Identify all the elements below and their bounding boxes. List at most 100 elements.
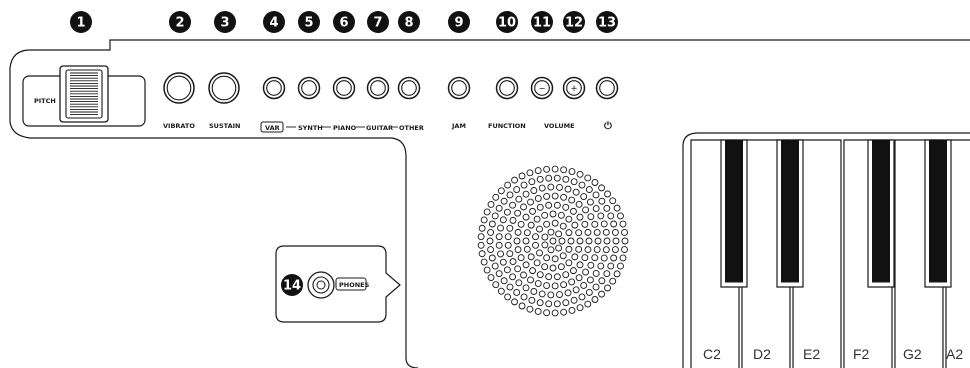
grille-hole xyxy=(604,190,611,198)
grille-hole xyxy=(571,253,579,261)
guitar-button[interactable] xyxy=(366,76,390,100)
grille-hole xyxy=(612,237,620,245)
key-label-c2: C2 xyxy=(703,346,721,362)
callout-13-number: 13 xyxy=(598,16,616,31)
grille-hole xyxy=(571,221,579,229)
grille-hole xyxy=(536,249,543,257)
grille-hole xyxy=(504,181,512,189)
grille-hole xyxy=(514,265,522,273)
grille-hole xyxy=(553,300,561,308)
volume-up-button[interactable]: + xyxy=(562,76,586,100)
grille-hole xyxy=(515,195,523,203)
grille-hole xyxy=(522,261,530,269)
grille-hole xyxy=(602,228,610,236)
grille-hole xyxy=(497,187,505,195)
volume-down-button[interactable]: − xyxy=(530,76,554,100)
grille-hole xyxy=(541,241,549,249)
grille-hole xyxy=(617,262,624,270)
key-label-a2: A2 xyxy=(946,346,963,362)
grille-hole xyxy=(576,237,584,245)
grille-hole xyxy=(568,168,576,176)
key-label-g2: G2 xyxy=(903,346,922,362)
grille-hole xyxy=(610,254,618,262)
keyboard[interactable]: C2 D2 E2 F2 G2 A2 xyxy=(682,132,970,368)
grille-hole xyxy=(557,263,565,271)
grille-hole xyxy=(621,237,629,245)
grille-hole xyxy=(527,221,535,229)
piano-button[interactable] xyxy=(332,76,356,100)
power-icon: ⏻ xyxy=(604,120,612,132)
callout-7 xyxy=(367,11,389,33)
grille-hole xyxy=(598,290,606,298)
pitch-wheel[interactable]: PITCH xyxy=(22,65,146,127)
grille-hole xyxy=(497,224,505,232)
grille-hole xyxy=(591,296,599,303)
callout-2 xyxy=(169,11,191,33)
grille-hole xyxy=(497,250,505,258)
grille-hole xyxy=(580,281,588,289)
var-box xyxy=(260,121,284,133)
synth-button[interactable] xyxy=(297,76,321,100)
grille-hole xyxy=(488,220,496,228)
grille-hole xyxy=(592,191,600,199)
other-button[interactable] xyxy=(397,76,421,100)
grille-hole xyxy=(578,181,586,189)
grille-hole xyxy=(584,174,592,182)
grille-hole xyxy=(526,169,534,177)
grille-hole xyxy=(602,246,610,254)
grille-hole xyxy=(600,254,608,262)
grille-hole xyxy=(551,219,559,227)
grille-hole xyxy=(586,276,594,284)
grille-hole xyxy=(610,220,618,228)
grille-hole xyxy=(500,197,508,205)
callout-13 xyxy=(596,11,618,33)
grille-hole xyxy=(559,222,567,230)
grille-hole xyxy=(549,264,557,272)
jam-button[interactable] xyxy=(447,76,471,100)
grille-hole xyxy=(543,220,551,228)
jam-label: JAM xyxy=(451,122,466,130)
grille-hole xyxy=(480,258,488,266)
black-key[interactable] xyxy=(720,139,748,288)
black-key[interactable] xyxy=(776,139,804,288)
grille-hole xyxy=(536,225,543,233)
grille-hole xyxy=(559,252,567,260)
grille-hole xyxy=(514,209,522,217)
grille-hole xyxy=(514,228,522,236)
grille-hole xyxy=(509,273,517,281)
grille-hole xyxy=(504,293,512,301)
sustain-label: SUSTAIN xyxy=(209,122,240,130)
sustain-button[interactable] xyxy=(208,72,240,104)
grille-hole xyxy=(487,246,495,254)
grille-hole xyxy=(506,283,514,291)
vibrato-button[interactable] xyxy=(163,72,195,104)
grille-hole xyxy=(584,300,592,308)
callout-4-number: 4 xyxy=(269,16,278,31)
grille-hole xyxy=(495,241,503,249)
grille-hole xyxy=(584,246,592,254)
grille-hole xyxy=(568,278,576,286)
grille-hole xyxy=(551,255,559,263)
callout-6 xyxy=(333,11,355,33)
grille-hole xyxy=(491,212,499,220)
grille-hole xyxy=(617,212,624,220)
black-key[interactable] xyxy=(924,139,952,288)
callout-10 xyxy=(496,11,518,33)
grille-hole xyxy=(609,277,617,285)
grille-hole xyxy=(543,309,551,317)
grille-hole xyxy=(593,246,601,253)
grille-hole xyxy=(607,262,615,270)
phones-jack[interactable] xyxy=(307,271,335,299)
function-button[interactable] xyxy=(495,76,519,100)
black-key[interactable] xyxy=(867,139,895,288)
grille-hole xyxy=(594,237,602,245)
var-button[interactable] xyxy=(262,76,286,100)
volume-label: VOLUME xyxy=(544,122,575,130)
vibrato-label: VIBRATO xyxy=(163,122,195,130)
grille-hole xyxy=(603,237,611,245)
callout-10-number: 10 xyxy=(498,16,516,31)
grille-hole xyxy=(495,204,503,212)
grille-hole xyxy=(528,296,536,304)
power-button[interactable] xyxy=(595,76,619,100)
grille-hole xyxy=(518,302,526,310)
